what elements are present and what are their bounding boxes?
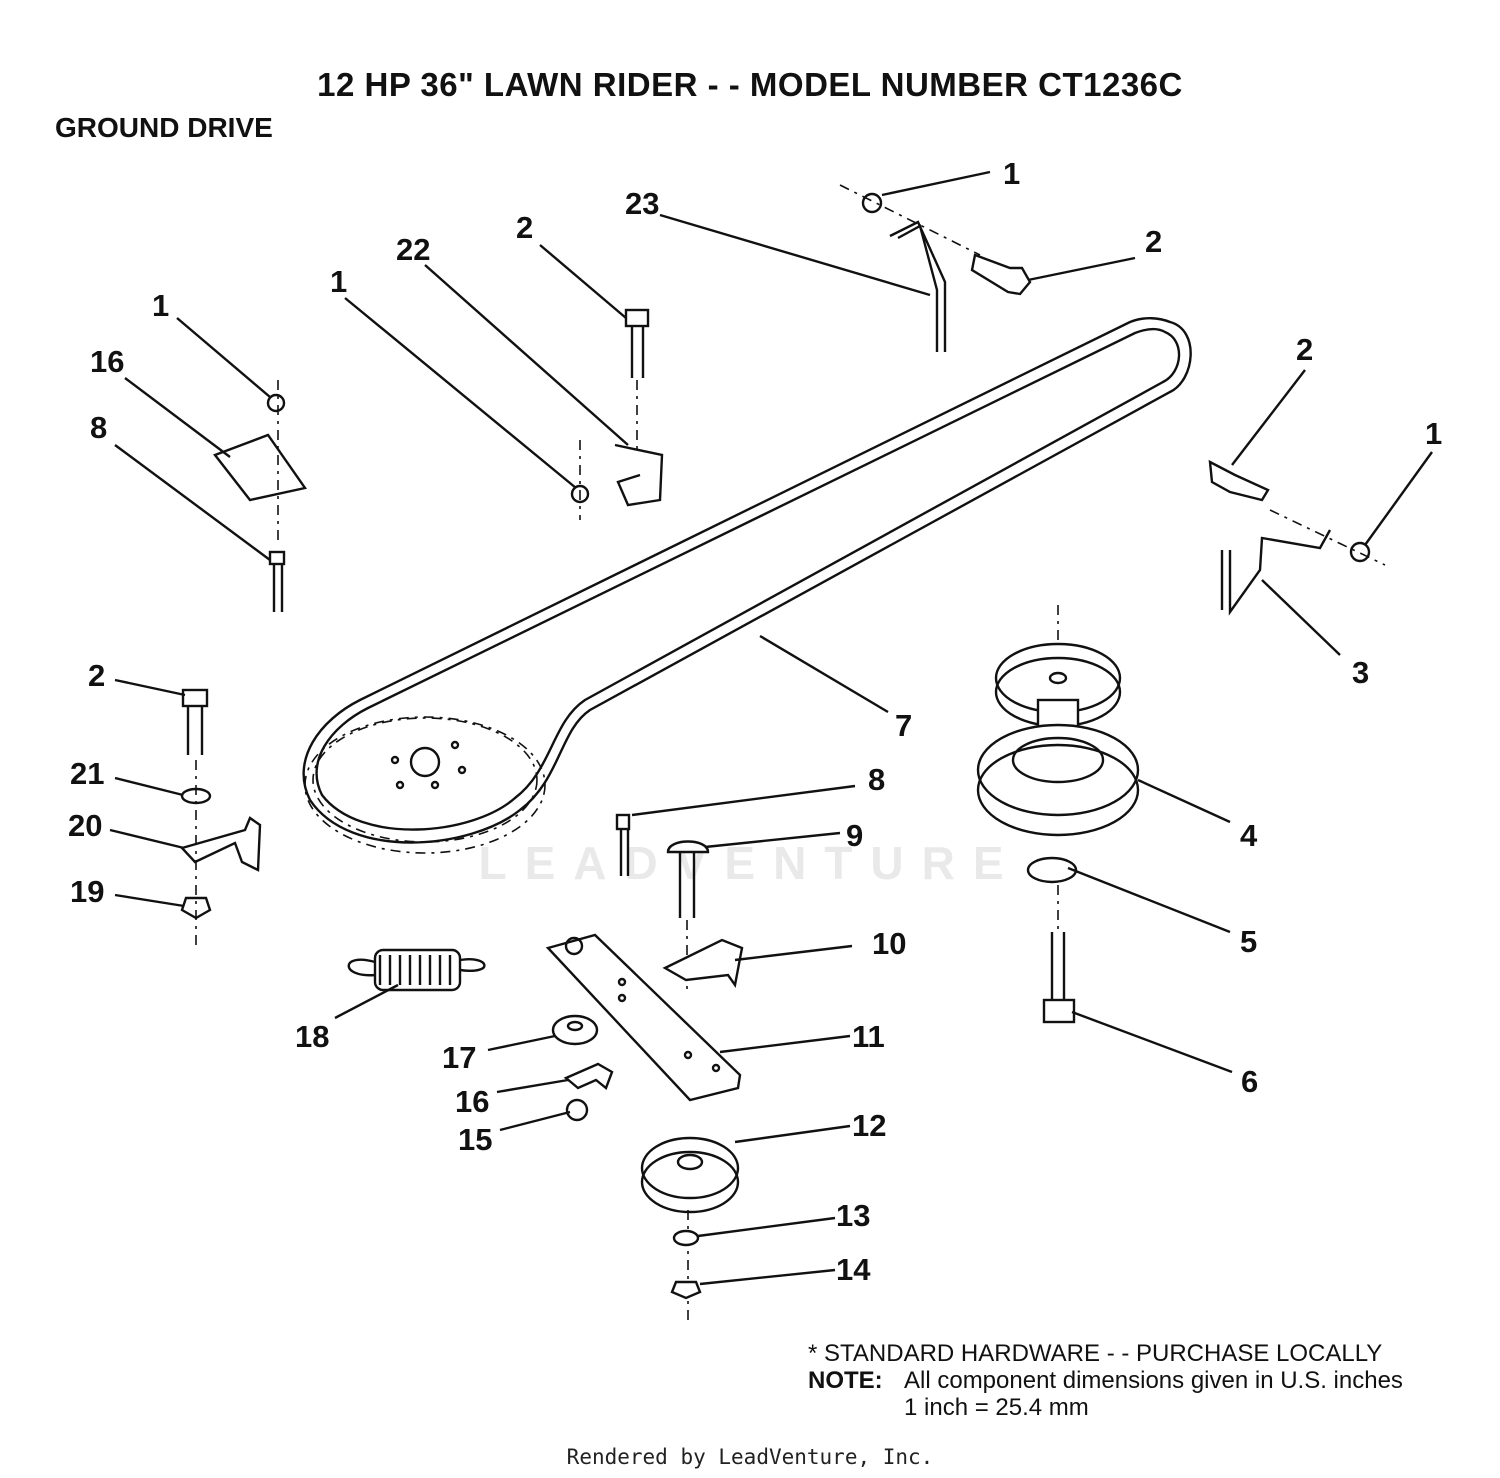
part-22-bracket [570,308,664,520]
callout-16: 16 [90,344,124,379]
part-11-idler-arm [545,933,742,1102]
drive-belt [302,317,1192,854]
callout-14: 14 [836,1252,871,1287]
part-17-16-15 [551,1014,614,1122]
callout-8: 8 [90,410,107,445]
callout-20: 20 [68,808,102,843]
hardware-note: * STANDARD HARDWARE - - PURCHASE LOCALLY… [808,1340,1403,1421]
callout-19: 19 [70,874,104,909]
callout-2: 2 [516,210,533,245]
callout-1: 1 [330,264,347,299]
part-18-spring [347,948,486,992]
callout-1: 1 [1425,416,1442,451]
callout-1: 1 [152,288,169,323]
part-2-21-20-19-left [179,688,262,950]
callout-1: 1 [1003,156,1020,191]
note-label: NOTE: [808,1367,883,1394]
callout-labels: 1 23 2 22 1 2 1 16 8 2 1 3 7 2 21 20 19 … [68,156,1442,1287]
note-line-2: All component dimensions given in U.S. i… [904,1367,1403,1394]
part-12-13-14-idler-pulley [640,1136,740,1320]
callout-6: 6 [1241,1064,1258,1099]
callout-8: 8 [868,762,885,797]
callout-7: 7 [895,708,912,743]
note-line-3: 1 inch = 25.4 mm [904,1394,1089,1421]
diagram-subtitle: GROUND DRIVE [55,112,273,143]
callout-2: 2 [1145,224,1162,259]
callout-9: 9 [846,818,863,853]
callout-13: 13 [836,1198,870,1233]
part-4-pulley [976,605,1140,1024]
callout-23: 23 [625,186,659,221]
callout-12: 12 [852,1108,886,1143]
leader-lines [109,170,1433,1286]
callout-22: 22 [396,232,430,267]
callout-5: 5 [1240,924,1257,959]
callout-17: 17 [442,1040,476,1075]
note-line-1: * STANDARD HARDWARE - - PURCHASE LOCALLY [808,1340,1383,1367]
callout-16: 16 [455,1084,489,1119]
footer-credit: Rendered by LeadVenture, Inc. [566,1445,934,1469]
part-23-rod [839,184,1032,352]
callout-2: 2 [88,658,105,693]
part-8-9-10 [615,813,744,990]
callout-21: 21 [70,756,104,791]
callout-10: 10 [872,926,906,961]
diagram-title: 12 HP 36" LAWN RIDER - - MODEL NUMBER CT… [317,66,1183,103]
callout-11: 11 [852,1019,885,1054]
callout-15: 15 [458,1122,492,1157]
part-16-8-top-left [213,380,308,612]
callout-2: 2 [1296,332,1313,367]
watermark: LEADVENTURE [478,837,1022,889]
callout-3: 3 [1352,655,1369,690]
part-3-rod [1208,459,1386,616]
callout-18: 18 [295,1019,329,1054]
callout-4: 4 [1240,818,1258,853]
